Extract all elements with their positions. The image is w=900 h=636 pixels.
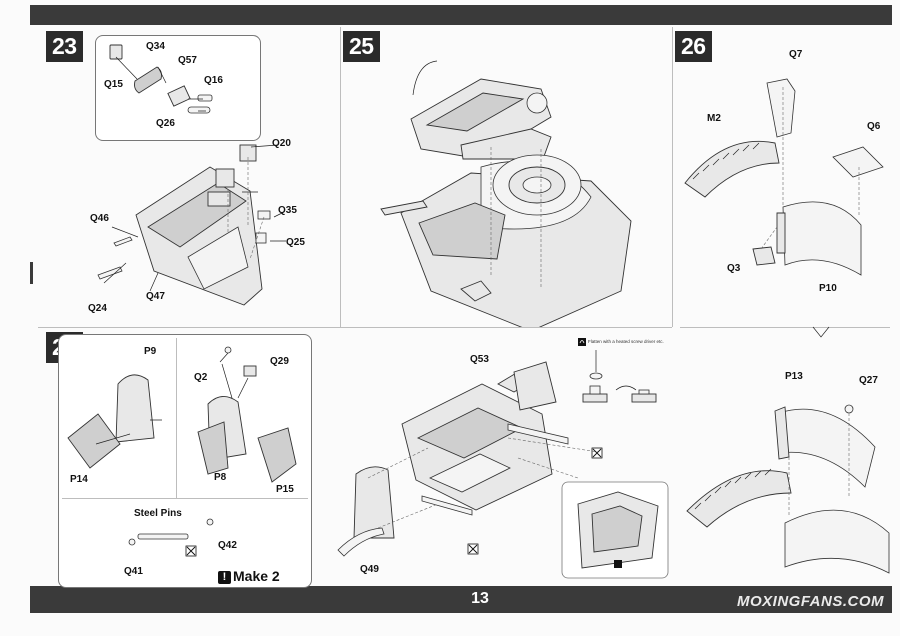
part-label: Q29: [270, 356, 289, 367]
part-label: P9: [144, 346, 157, 357]
left-edge-mark: [30, 262, 33, 284]
divider-h-right: [680, 327, 890, 328]
step-number: 26: [675, 31, 712, 62]
make-multiple-icon: !: [218, 571, 231, 584]
part-label: M2: [707, 113, 721, 124]
step-23-panel: 23 Q34 Q57 Q15 Q16: [38, 27, 340, 327]
step-24-panel: 24: [38, 328, 672, 588]
inset-divider-v: [176, 338, 177, 498]
divider-v2: [672, 27, 673, 327]
make-multiple-note: !Make 2: [218, 568, 280, 584]
part-label: Q6: [867, 121, 881, 132]
top-bar: [30, 5, 892, 25]
part-label: Q34: [146, 41, 165, 52]
step-26-drawing: [684, 78, 890, 574]
part-label: Q15: [104, 79, 123, 90]
part-label: Q7: [789, 49, 803, 60]
part-label: Q24: [88, 303, 107, 314]
tip-text: Flatten with a heated screw driver etc.: [588, 339, 664, 344]
part-label: Q47: [146, 291, 165, 302]
step-number: 23: [46, 31, 83, 62]
part-label: Q27: [859, 375, 878, 386]
do-not-glue-icon: [467, 543, 479, 555]
do-not-glue-icon: [591, 447, 603, 459]
part-label: Q26: [156, 118, 175, 129]
divider-h-left: [38, 327, 672, 328]
part-label: Q41: [124, 566, 143, 577]
divider-v1: [340, 27, 341, 327]
step-25-drawing: [380, 60, 632, 327]
do-not-glue-icon: [185, 545, 197, 557]
part-label: Q35: [278, 205, 297, 216]
part-label: Q25: [286, 237, 305, 248]
part-label: Q2: [194, 372, 208, 383]
step-26-panel: 26 Q7 M2 Q6 Q3 P10 P13 Q27: [673, 27, 892, 610]
make-count-label: Make 2: [233, 568, 280, 584]
part-label: P8: [214, 472, 227, 483]
page-number: 13: [471, 590, 489, 607]
steel-pins-heading: Steel Pins: [134, 508, 182, 519]
part-label: Q16: [204, 75, 223, 86]
step-25-panel: 25: [341, 27, 672, 327]
part-label: Q3: [727, 263, 741, 274]
step-23-drawing: [97, 44, 286, 306]
part-label: P10: [819, 283, 837, 294]
part-label: Q20: [272, 138, 291, 149]
part-label: P15: [276, 484, 294, 495]
part-label: Q42: [218, 540, 237, 551]
step-number: 25: [343, 31, 380, 62]
part-label: Q57: [178, 55, 197, 66]
part-label: P14: [70, 474, 88, 485]
part-label: P13: [785, 371, 803, 382]
bottom-bar: [30, 586, 892, 613]
part-label: Q53: [470, 354, 489, 365]
watermark: MOXINGFANS.COM: [737, 593, 885, 610]
part-label: Q49: [360, 564, 379, 575]
inset-divider-h: [62, 498, 308, 499]
part-label: Q46: [90, 213, 109, 224]
step-24-drawing: [67, 338, 669, 579]
sub-assembly-inset: [95, 35, 261, 141]
